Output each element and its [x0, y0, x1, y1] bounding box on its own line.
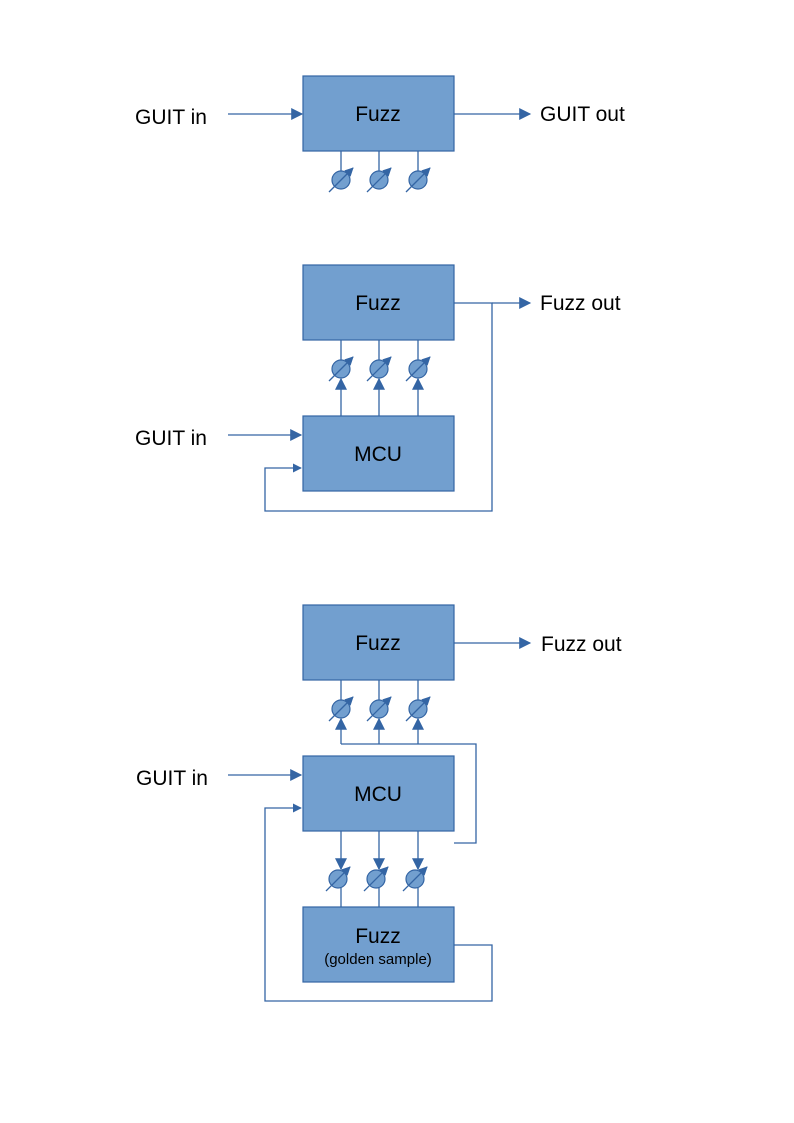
mcu-block: [302, 755, 455, 832]
potentiometer-icon: [405, 340, 431, 416]
guit-out-label: GUIT out: [540, 103, 625, 126]
fuzz-label: Fuzz: [355, 632, 401, 655]
mcu-label: MCU: [354, 443, 402, 466]
pot-row-3b: [325, 831, 428, 907]
feedback-wire: [264, 302, 493, 512]
golden-sample-label: (golden sample): [324, 951, 432, 968]
fuzz-block: [302, 604, 455, 681]
potentiometer-icon: [366, 680, 392, 744]
fuzz-label: Fuzz: [355, 292, 401, 315]
guit-in-label: GUIT in: [135, 106, 207, 129]
guit-in-label: GUIT in: [135, 427, 207, 450]
guit-in-label: GUIT in: [136, 767, 208, 790]
potentiometer-icon: [325, 831, 351, 907]
potentiometer-icon: [328, 680, 354, 744]
diagram-1: GUIT in Fuzz GUIT out: [135, 75, 625, 193]
diagram-3: Fuzz Fuzz out GUIT in MCU Fuzz (golden s…: [136, 604, 622, 1002]
bus-wire: [341, 743, 477, 844]
diagram-2: Fuzz Fuzz out GUIT in MCU: [135, 264, 621, 512]
mcu-block: [302, 415, 455, 492]
fuzz-out-label: Fuzz out: [540, 292, 621, 315]
pot-row-2: [328, 340, 431, 416]
potentiometer-icon: [405, 151, 431, 193]
feedback-wire: [264, 803, 493, 1002]
pot-row-1: [328, 151, 431, 193]
potentiometer-icon: [402, 831, 428, 907]
fuzz-label: Fuzz: [355, 103, 401, 126]
potentiometer-icon: [328, 151, 354, 193]
golden-fuzz-label: Fuzz: [355, 925, 401, 948]
potentiometer-icon: [363, 831, 389, 907]
pot-row-3a: [328, 680, 431, 744]
golden-fuzz-block: [302, 906, 455, 983]
potentiometer-icon: [328, 340, 354, 416]
potentiometer-icon: [366, 151, 392, 193]
mcu-label: MCU: [354, 783, 402, 806]
potentiometer-icon: [405, 680, 431, 744]
fuzz-block: [302, 264, 455, 341]
fuzz-out-label: Fuzz out: [541, 633, 622, 656]
potentiometer-icon: [366, 340, 392, 416]
